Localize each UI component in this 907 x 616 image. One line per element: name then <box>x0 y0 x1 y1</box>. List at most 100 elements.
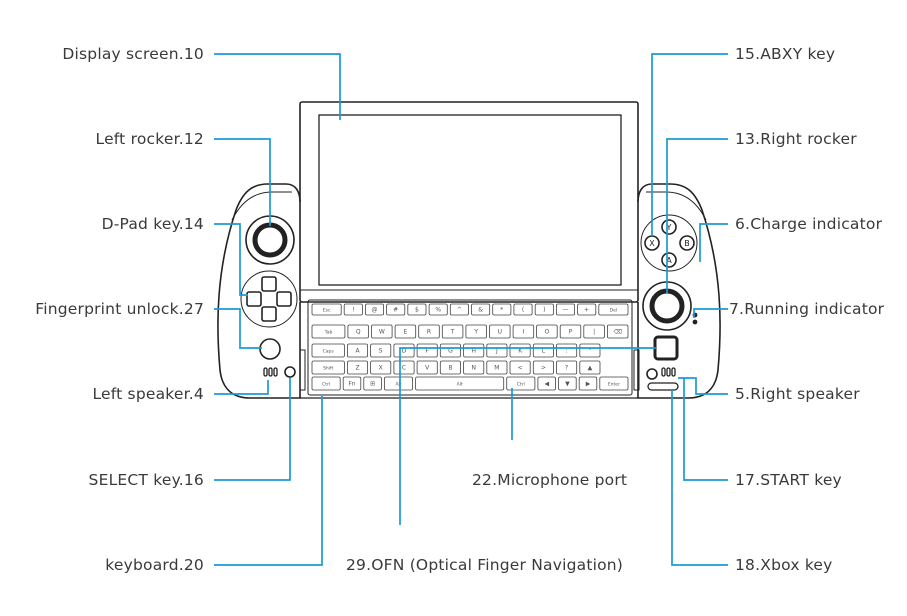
keyboard-key <box>532 360 554 375</box>
keyboard-key-label: & <box>478 307 483 314</box>
label-running-indicator: 7.Running indicator <box>729 300 885 318</box>
keyboard-key-label: J <box>495 348 498 355</box>
keyboard-key <box>407 303 427 316</box>
keyboard-key <box>536 324 558 339</box>
keyboard-key-label: > <box>541 365 546 372</box>
button-b <box>679 235 695 251</box>
face-button-letter: B <box>684 239 690 248</box>
keyboard-key-label: A <box>355 348 360 355</box>
button-a <box>661 252 677 268</box>
keyboard-key-label: K <box>518 348 523 355</box>
keyboard-key <box>311 324 346 339</box>
keyboard-key <box>579 360 601 375</box>
keyboard-key <box>513 303 533 316</box>
keyboard-key <box>492 303 512 316</box>
keyboard-key <box>534 303 554 316</box>
keyboard-key-label: Del <box>610 308 617 314</box>
label-left-rocker: Left rocker.12 <box>95 130 204 148</box>
keyboard-key <box>599 376 629 391</box>
display-bezel <box>299 101 639 303</box>
keyboard-key-label: ▲ <box>588 365 593 372</box>
xbox-key <box>647 382 679 391</box>
keyboard-key-label: ) <box>543 307 545 314</box>
keyboard-key-label: Y <box>473 329 478 336</box>
select-key <box>284 366 296 378</box>
right-speaker-grille <box>661 367 676 377</box>
keyboard-key-label: M <box>494 365 499 372</box>
keyboard-key <box>346 360 368 375</box>
dpad-left <box>246 291 262 307</box>
keyboard-key <box>489 324 511 339</box>
keyboard-key <box>311 303 342 316</box>
keyboard-key <box>486 360 508 375</box>
keyboard-key <box>506 376 536 391</box>
callout-lines <box>214 53 728 566</box>
keyboard-key-label: ! <box>352 307 354 314</box>
keyboard-key-label: : <box>566 348 568 355</box>
keyboard-key <box>394 324 417 339</box>
keyboard-key <box>416 360 438 375</box>
keyboard-key <box>371 324 393 339</box>
keyboard-key <box>311 360 345 375</box>
keyboard-key <box>439 360 461 375</box>
keyboard-key <box>428 303 448 316</box>
keyboard-key-label: Caps <box>323 349 335 355</box>
keyboard-key <box>346 343 368 358</box>
keyboard-key <box>577 303 597 316</box>
ofn-sensor <box>653 335 679 361</box>
keyboard-key <box>558 376 577 391</box>
button-y <box>661 219 677 235</box>
keyboard-key-label: " <box>589 348 592 355</box>
device-body-outline <box>217 183 301 399</box>
keyboard-key <box>347 324 369 339</box>
keyboard-key-label: T <box>450 329 455 336</box>
keyboard-key-label: B <box>448 365 452 372</box>
keyboard-key-label: @ <box>372 307 378 314</box>
keyboard-key-label: Alt <box>457 382 463 388</box>
keyboard-key-label: Shift <box>323 366 333 372</box>
keyboard-key <box>556 303 576 316</box>
keyboard-key-label: R <box>427 329 431 336</box>
label-right-speaker: 5.Right speaker <box>735 385 860 403</box>
label-display-screen: Display screen.10 <box>62 45 204 63</box>
label-dpad-key: D-Pad key.14 <box>101 215 204 233</box>
keyboard-key-label: E <box>404 329 408 336</box>
keyboard-key <box>418 324 440 339</box>
keyboard-key <box>383 376 413 391</box>
keyboard-key-label: < <box>518 365 523 372</box>
dpad-up <box>261 276 277 292</box>
keyboard-key-label: O <box>545 329 550 336</box>
label-xbox-key: 18.Xbox key <box>735 556 833 574</box>
keyboard-key-label: | <box>593 329 595 336</box>
keyboard-key <box>342 376 362 391</box>
keyboard-key-label: ⊞ <box>370 381 375 388</box>
keyboard-key-label: C <box>402 365 406 372</box>
keyboard-key-label: Alt <box>395 382 401 388</box>
keyboard-key <box>465 324 487 339</box>
keyboard-key-label: U <box>498 329 502 336</box>
keyboard-key-label: I <box>523 329 525 336</box>
keyboard-key-label: ^ <box>457 307 462 314</box>
label-keyboard: keyboard.20 <box>105 556 204 574</box>
face-button-letter: X <box>649 239 655 248</box>
keyboard-key <box>343 303 363 316</box>
dpad-right <box>276 291 292 307</box>
keyboard-key <box>509 360 531 375</box>
keyboard-key <box>512 324 535 339</box>
label-start-key: 17.START key <box>735 471 842 489</box>
left-rocker-cap <box>252 222 288 258</box>
keyboard-key-label: N <box>471 365 476 372</box>
keyboard-key-label: Tab <box>324 330 333 336</box>
keyboard-key-label: # <box>393 307 398 314</box>
label-select-key: SELECT key.16 <box>88 471 204 489</box>
keyboard-key <box>559 324 582 339</box>
face-button-letter: A <box>666 256 672 265</box>
label-ofn: 29.OFN (Optical Finger Navigation) <box>346 556 624 574</box>
keyboard-key-label: P <box>569 329 573 336</box>
keyboard-key-label: ? <box>565 365 568 372</box>
label-left-speaker: Left speaker.4 <box>92 385 204 403</box>
keyboard-key <box>578 376 598 391</box>
keyboard-key-label: Ctrl <box>322 382 330 388</box>
